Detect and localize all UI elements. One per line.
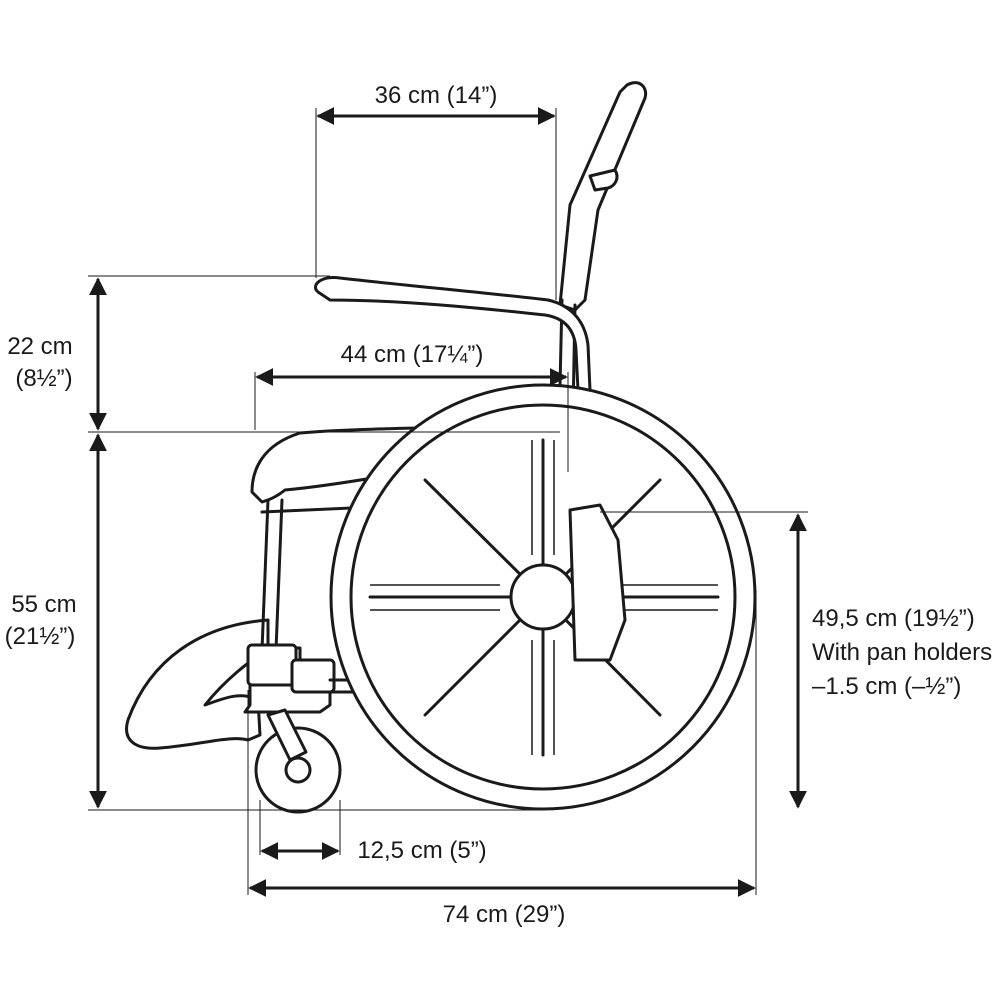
armrest-width-label: 36 cm (14”): [375, 82, 498, 109]
push-handle-grip: [588, 168, 619, 192]
seat-height-label-imperial: (21½”): [5, 623, 76, 650]
seat-depth-label: 44 cm (17¼”): [341, 341, 484, 368]
wheelchair-illustration: [125, 81, 757, 814]
wheel-height-label: 49,5 cm (19½”): [812, 605, 975, 632]
rear-wheel-hub: [509, 563, 577, 631]
footrest: [125, 618, 270, 750]
overall-length-label: 74 cm (29”): [443, 901, 566, 928]
caster-hub: [284, 756, 312, 784]
caster-size-label: 12,5 cm (5”): [357, 837, 486, 864]
seat-height-label-metric: 55 cm: [11, 591, 76, 618]
caster-bracket: [246, 643, 298, 687]
caster-stem: [266, 708, 308, 762]
armrest-height-label-imperial: (8½”): [15, 365, 72, 392]
rear-wheel-rim: [349, 403, 737, 791]
pan-holders-label: With pan holders: [812, 639, 992, 666]
pan-holders-adjust-label: –1.5 cm (–½”): [812, 673, 961, 700]
front-frame: [260, 498, 284, 652]
dimension-labels: 36 cm (14”) 22 cm (8½”) 44 cm (17¼”) 55 …: [5, 82, 992, 928]
extension-lines: [88, 108, 808, 895]
dimension-arrows: [89, 107, 807, 897]
armrest: [314, 275, 592, 392]
rear-frame-bracket: [568, 503, 627, 662]
caster-connector: [290, 658, 336, 694]
push-handle: [558, 81, 648, 312]
armrest-height-label-metric: 22 cm: [7, 333, 72, 360]
